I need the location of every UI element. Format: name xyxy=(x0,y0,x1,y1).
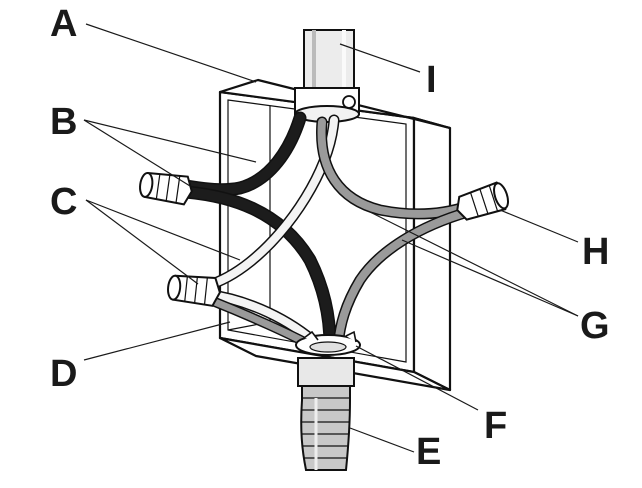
leader-b-1 xyxy=(83,119,191,187)
wire-nut-upper-left xyxy=(139,172,193,206)
leader-b-2 xyxy=(83,119,257,163)
wire-nut-right xyxy=(456,181,509,221)
leader-h xyxy=(499,209,579,243)
leader-c-1 xyxy=(85,199,199,285)
callout-labels: A B C D E F G H I xyxy=(50,3,610,473)
callout-g: G xyxy=(580,305,610,347)
flexible-conduit xyxy=(297,357,355,471)
leader-lines xyxy=(83,23,579,453)
conduit-connector-nut xyxy=(294,87,360,123)
leader-c-2 xyxy=(85,199,241,261)
callout-h: H xyxy=(582,231,609,273)
callout-c: C xyxy=(50,181,77,223)
leader-g-1 xyxy=(369,211,579,317)
callout-i: I xyxy=(426,59,437,101)
callout-f: F xyxy=(484,405,507,447)
callout-b: B xyxy=(50,101,77,143)
wire-nut-lower-left xyxy=(167,274,221,307)
leader-a xyxy=(85,23,257,83)
leader-f xyxy=(355,345,479,411)
callout-a: A xyxy=(50,3,77,45)
cable-clamp xyxy=(295,330,361,356)
leader-g-2 xyxy=(401,239,579,317)
leader-d xyxy=(83,321,231,361)
leader-e xyxy=(349,427,415,453)
leader-i xyxy=(339,43,421,73)
callout-e: E xyxy=(416,431,441,473)
wires xyxy=(179,111,474,352)
callout-d: D xyxy=(50,353,77,395)
